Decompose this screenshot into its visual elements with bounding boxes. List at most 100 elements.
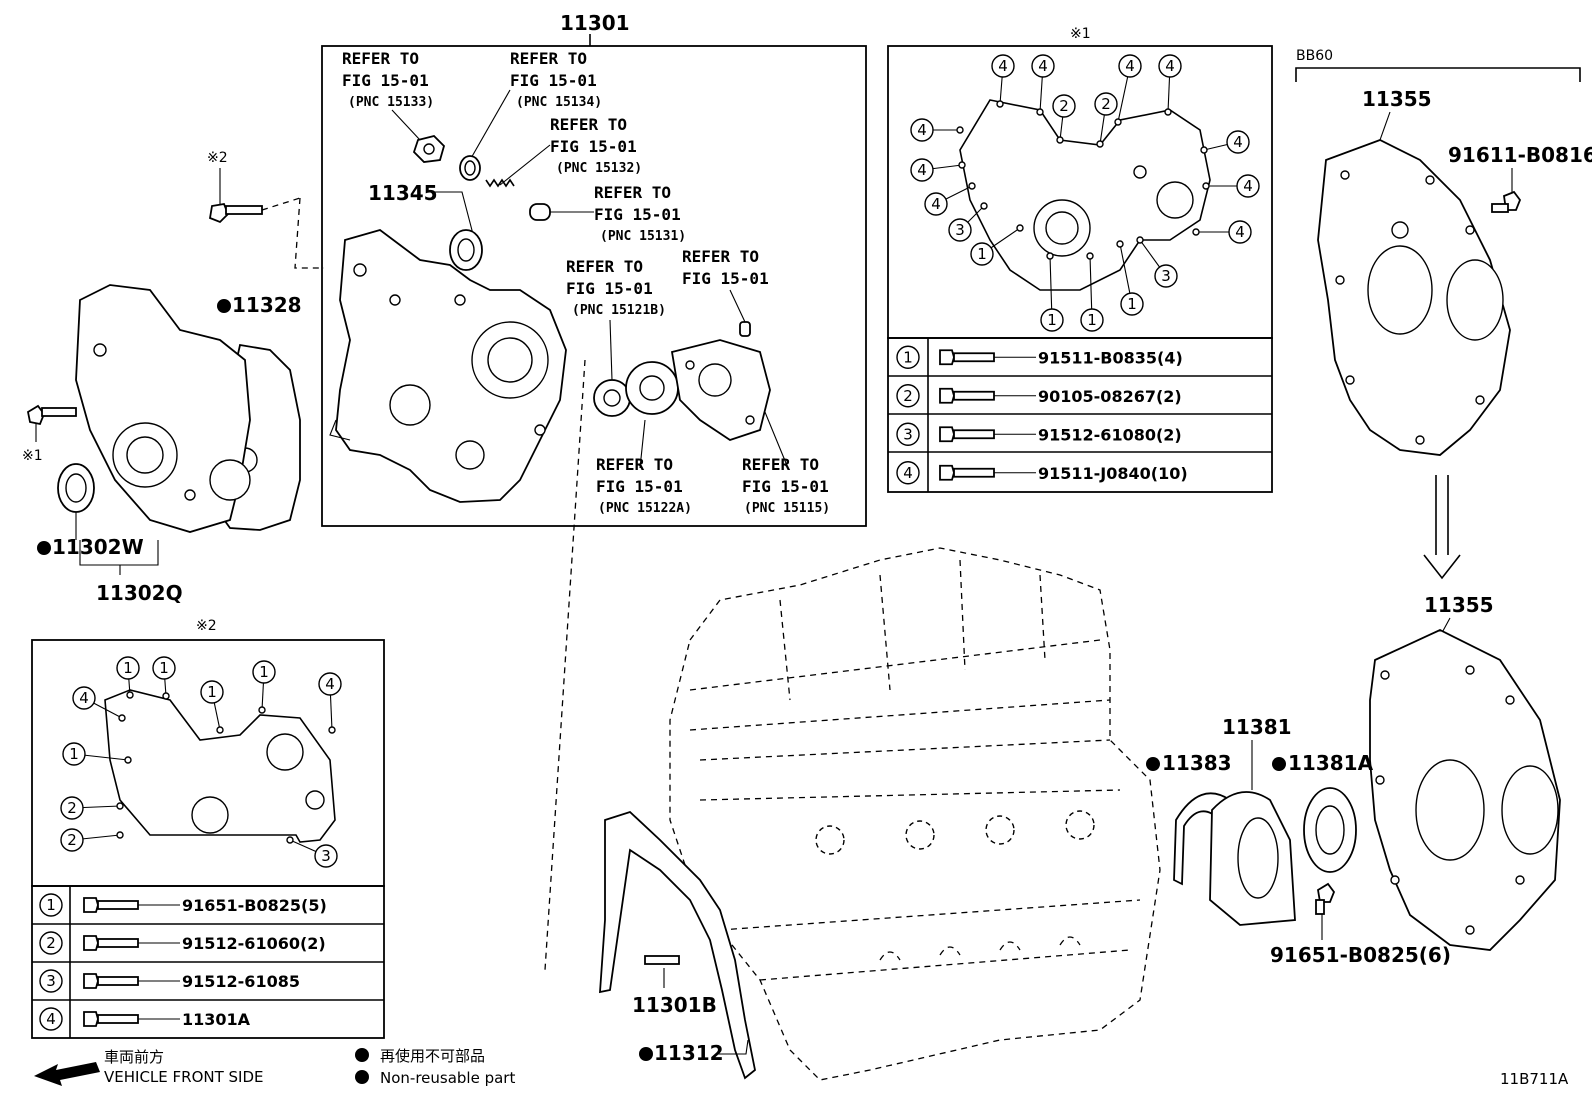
part-label-11383[interactable]: 11383: [1162, 751, 1232, 775]
end-plate-11355-bottom[interactable]: [1369, 629, 1561, 951]
bolt-note2[interactable]: [208, 202, 263, 224]
part-label-91611[interactable]: 91611-B0816: [1448, 143, 1592, 167]
svg-text:(PNC 15115): (PNC 15115): [744, 501, 830, 516]
svg-text:1: 1: [259, 663, 269, 681]
svg-text:3: 3: [321, 847, 331, 865]
timing-gear-cover[interactable]: [75, 284, 251, 533]
legend-front-jp: 車両前方: [104, 1048, 164, 1066]
svg-text:FIG 15-01: FIG 15-01: [742, 477, 829, 496]
pump-rotor[interactable]: [625, 361, 679, 415]
svg-text:4: 4: [917, 121, 927, 139]
svg-text:REFER TO: REFER TO: [342, 49, 419, 68]
svg-text:2: 2: [1101, 95, 1111, 113]
refer-label-plain[interactable]: REFER TO FIG 15-01: [682, 247, 769, 288]
part-label-91651-6[interactable]: 91651-B0825(6): [1270, 943, 1451, 967]
end-plate-11355-top[interactable]: [1317, 139, 1511, 456]
refer-label-15121b[interactable]: REFER TO FIG 15-01 (PNC 15121B): [566, 257, 666, 318]
row-part-no: 91512-61085: [182, 972, 300, 991]
callout-box1-2: 4: [1114, 54, 1142, 126]
part-label-11381a[interactable]: 11381A: [1288, 751, 1374, 775]
part-label-11328[interactable]: 11328: [232, 293, 302, 317]
callout-box2-8: 2: [60, 828, 124, 852]
part-label-11312[interactable]: 11312: [654, 1041, 724, 1065]
bolt-note1[interactable]: [26, 404, 77, 426]
bolt-91611[interactable]: [1491, 190, 1522, 213]
bolt-91651-6[interactable]: [1315, 882, 1336, 915]
svg-text:(PNC 15121B): (PNC 15121B): [572, 303, 666, 318]
part-label-11355-top[interactable]: 11355: [1362, 87, 1432, 111]
svg-text:FIG 15-01: FIG 15-01: [342, 71, 429, 90]
part-label-11302w[interactable]: 11302W: [52, 535, 144, 559]
callout-box1-4: 2: [1052, 94, 1076, 144]
callout-box1-10: 4: [1202, 174, 1260, 198]
refer-label-15132[interactable]: REFER TO FIG 15-01 (PNC 15132): [550, 115, 642, 176]
refer-label-15131[interactable]: REFER TO FIG 15-01 (PNC 15131): [594, 183, 686, 244]
bolt-icon: [939, 349, 995, 366]
note-mark-1-box: ※1: [1070, 26, 1091, 42]
part-label-11301b[interactable]: 11301B: [632, 993, 717, 1017]
note-mark-1-left: ※1: [22, 448, 43, 464]
refer-label-15115[interactable]: REFER TO FIG 15-01 (PNC 15115): [742, 455, 830, 516]
gasket-11312[interactable]: [599, 810, 756, 1080]
part-label-11301[interactable]: 11301: [560, 11, 630, 35]
row-part-no: 90105-08267(2): [1038, 387, 1182, 406]
part-label-11355-bottom[interactable]: 11355: [1424, 593, 1494, 617]
timing-gear-case[interactable]: [329, 229, 567, 503]
svg-text:(PNC 15122A): (PNC 15122A): [598, 501, 692, 516]
cap-part-15133[interactable]: [412, 135, 446, 163]
svg-text:(PNC 15134): (PNC 15134): [516, 95, 602, 110]
svg-text:FIG 15-01: FIG 15-01: [594, 205, 681, 224]
svg-text:4: 4: [1038, 57, 1048, 75]
refer-label-15133[interactable]: REFER TO FIG 15-01 (PNC 15133): [342, 49, 434, 110]
part-label-11302q[interactable]: 11302Q: [96, 581, 183, 605]
callout-box1-9: 4: [1200, 130, 1250, 154]
svg-text:4: 4: [1165, 57, 1175, 75]
front-oil-seal-11302w[interactable]: [57, 463, 95, 513]
oil-seal-11345[interactable]: [449, 229, 483, 271]
pump-body[interactable]: [670, 339, 771, 441]
pump-drive-gear[interactable]: [593, 379, 631, 417]
svg-text:4: 4: [1125, 57, 1135, 75]
plunger-part-15131[interactable]: [529, 203, 551, 221]
svg-text:3: 3: [1161, 267, 1171, 285]
callout-box1-17: 1: [1116, 240, 1144, 316]
cover-outline-1: [959, 99, 1211, 291]
part-label-11381[interactable]: 11381: [1222, 715, 1292, 739]
svg-text:FIG 15-01: FIG 15-01: [682, 269, 769, 288]
retainer-11381[interactable]: [1209, 791, 1296, 926]
callout-box1-16: 1: [1080, 252, 1104, 332]
svg-text:1: 1: [977, 245, 987, 263]
svg-text:4: 4: [79, 689, 89, 707]
part-label-11345[interactable]: 11345: [368, 181, 438, 205]
callout-box1-5: 2: [1094, 92, 1118, 148]
row-part-no: 91512-61060(2): [182, 934, 326, 953]
row-part-no: 11301A: [182, 1010, 251, 1029]
svg-text:REFER TO: REFER TO: [550, 115, 627, 134]
rear-oil-seal-11381a[interactable]: [1303, 787, 1357, 873]
ring-part-15134[interactable]: [459, 155, 481, 181]
row-part-no: 91512-61080(2): [1038, 425, 1182, 444]
svg-text:2: 2: [67, 799, 77, 817]
callout-box1-0: 4: [991, 54, 1015, 108]
svg-text:2: 2: [1059, 97, 1069, 115]
legend-nonreuse-en: Non-reusable part: [380, 1069, 515, 1087]
small-pin[interactable]: [739, 321, 751, 337]
refer-label-15134[interactable]: REFER TO FIG 15-01 (PNC 15134): [510, 49, 602, 110]
callout-box2-4: 1: [62, 742, 132, 766]
spring-part-15132[interactable]: [485, 178, 515, 188]
svg-text:4: 4: [1243, 177, 1253, 195]
engine-block[interactable]: [669, 547, 1161, 1081]
callout-box2-3: 1: [252, 660, 276, 714]
svg-text:1: 1: [207, 683, 217, 701]
stud-11301b[interactable]: [644, 955, 680, 965]
refer-label-15122a[interactable]: REFER TO FIG 15-01 (PNC 15122A): [596, 455, 692, 516]
down-arrow: [1423, 475, 1461, 580]
